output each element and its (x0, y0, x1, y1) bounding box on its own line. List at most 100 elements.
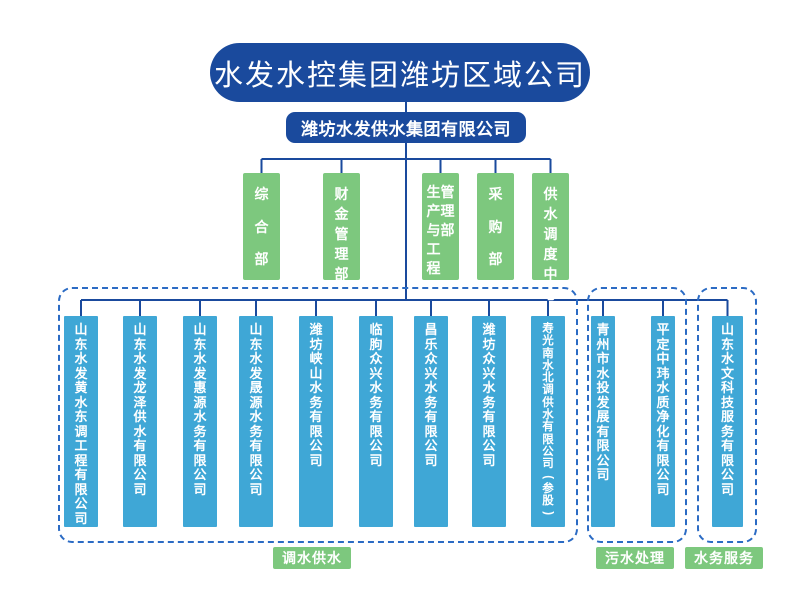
company-char: 限 (542, 433, 554, 446)
company-char: 东 (74, 409, 88, 424)
department-char: 产 (426, 203, 441, 219)
department-char: 部 (488, 251, 503, 267)
company-char: 发 (249, 365, 263, 381)
company-char: 服 (720, 409, 734, 424)
department-char: 工 (426, 241, 441, 257)
company-char: 水 (133, 351, 147, 366)
company-char: 坊 (482, 336, 496, 352)
company-char: 公 (720, 467, 734, 482)
company-char: 有 (720, 438, 734, 453)
company-char: 兴 (482, 365, 496, 381)
business-group-frame (697, 287, 757, 543)
department-char: 理 (440, 203, 455, 219)
company-char: 司 (193, 481, 207, 497)
company-char: 文 (720, 365, 734, 381)
company-char: 坊 (309, 336, 323, 352)
company-char: 昌 (424, 322, 438, 337)
company-char: 南 (542, 347, 554, 360)
company-char: 务 (424, 394, 438, 410)
business-group-tag: 水务服务 (685, 547, 763, 569)
company-char: 北 (542, 372, 554, 385)
company-box: 青州市水投发展有限公司 (591, 316, 615, 527)
department-char: 购 (488, 218, 503, 235)
company-char: ) (542, 511, 555, 516)
company-char: 公 (369, 438, 383, 453)
department-char: 部 (440, 222, 455, 238)
root-company-box: 水发水控集团潍坊区域公司 (210, 43, 590, 102)
company-char: 司 (133, 481, 147, 497)
company-char: 东 (720, 336, 734, 352)
company-char: 公 (74, 496, 88, 511)
company-char: 程 (74, 452, 88, 468)
company-char: 公 (482, 438, 496, 453)
company-box: 山东水发黄水东调工程有限公司 (64, 316, 98, 527)
company-char: 州 (596, 336, 610, 352)
company-char: 化 (656, 423, 670, 439)
company-char: 务 (720, 423, 734, 439)
company-char: 山 (309, 365, 323, 381)
holding-company-label: 潍坊水发供水集团有限公司 (301, 120, 511, 139)
company-char: 司 (249, 481, 263, 497)
company-char: 发 (74, 365, 88, 381)
company-char: 有 (369, 409, 383, 424)
company-char: 发 (193, 365, 207, 381)
company-char: 市 (596, 351, 610, 366)
department-text-column: 管理部 (441, 173, 455, 280)
company-char: 有 (309, 409, 323, 424)
department-char: 财 (334, 186, 349, 202)
department-box: 综合部 (243, 173, 280, 280)
business-group-tag: 污水处理 (596, 547, 674, 569)
company-char: 兴 (369, 365, 383, 381)
company-char: 质 (656, 394, 670, 410)
company-char: 供 (133, 409, 147, 424)
company-char: 众 (482, 351, 496, 366)
company-char: 光 (542, 335, 554, 348)
company-char: 限 (720, 452, 734, 468)
department-char: 度 (543, 246, 558, 262)
department-char: 部 (334, 266, 349, 282)
company-char: 有 (193, 438, 207, 453)
company-box: 山东水发晟源水务有限公司 (239, 316, 273, 527)
department-text-column: 生产与工程 (427, 173, 441, 280)
department-box: 供水调度中心 (532, 173, 569, 302)
company-char: 限 (74, 481, 88, 497)
company-char: 公 (596, 452, 610, 468)
company-char: 限 (309, 423, 323, 439)
company-char: 定 (656, 336, 670, 352)
department-char: 与 (426, 222, 441, 238)
company-char: 临 (369, 322, 383, 337)
company-char: 司 (482, 452, 496, 468)
root-company-label: 水发水控集团潍坊区域公司 (213, 59, 586, 92)
company-char: 有 (482, 409, 496, 424)
company-box: 昌乐众兴水务有限公司 (414, 316, 448, 527)
company-char: 水 (193, 409, 207, 424)
company-char: 供 (542, 396, 554, 409)
company-char: 科 (720, 380, 734, 395)
company-char: 水 (596, 365, 610, 381)
company-char: 水 (542, 359, 554, 372)
company-char: 务 (482, 394, 496, 410)
company-box: 山东水发惠源水务有限公司 (183, 316, 217, 527)
company-char: 青 (596, 322, 610, 337)
company-char: 有 (656, 438, 670, 453)
company-char: 峡 (309, 351, 323, 366)
department-char: 合 (254, 218, 269, 235)
company-char: 限 (482, 423, 496, 439)
company-char: 司 (542, 458, 554, 471)
company-char: 山 (74, 322, 88, 337)
company-char: 水 (133, 423, 147, 439)
company-char: 晟 (249, 380, 263, 395)
company-char: 源 (249, 394, 263, 410)
company-char: 东 (193, 336, 207, 352)
department-char: 部 (254, 251, 269, 267)
business-group-frame (58, 287, 578, 543)
company-char: 水 (369, 380, 383, 395)
company-char: 有 (74, 467, 88, 482)
company-char: 工 (74, 438, 88, 453)
company-char: 平 (656, 322, 670, 337)
company-char: 公 (424, 438, 438, 453)
department-char: 采 (488, 186, 503, 202)
business-group-frame (587, 287, 687, 543)
company-char: 水 (193, 351, 207, 366)
